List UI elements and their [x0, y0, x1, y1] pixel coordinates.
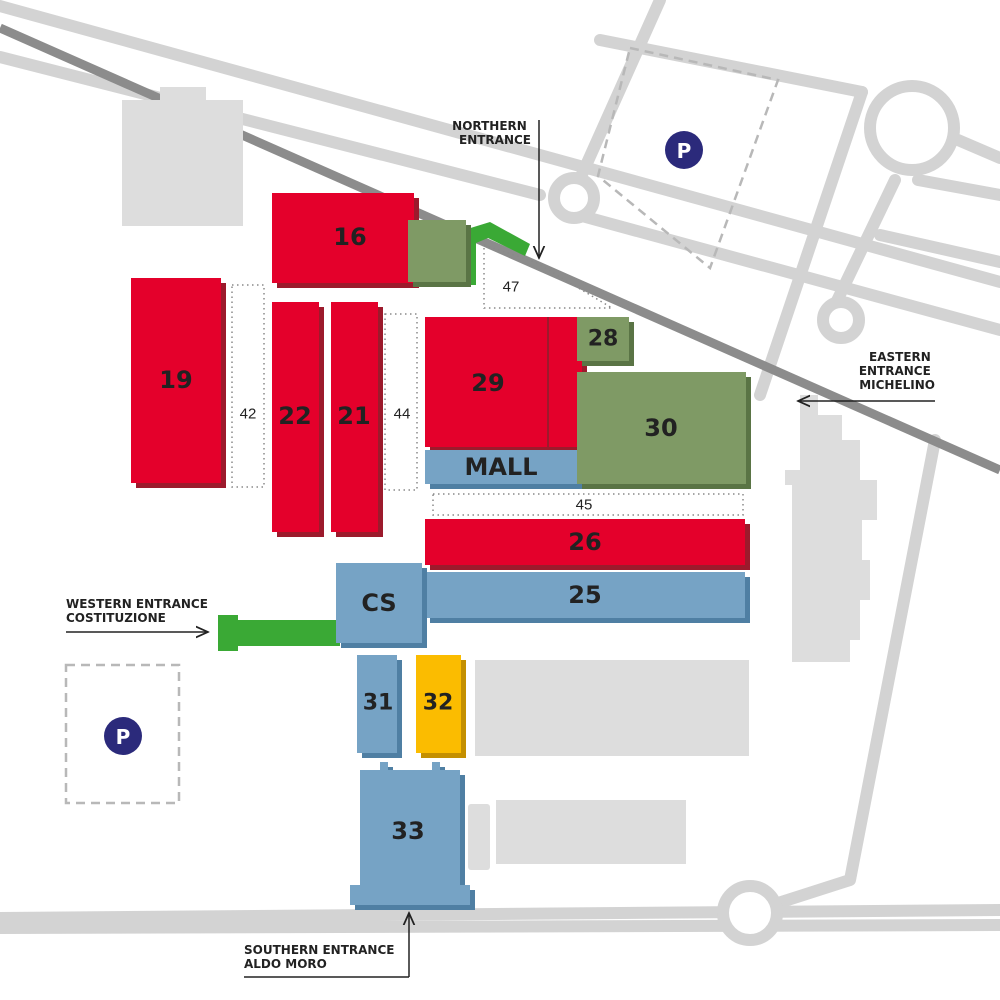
parking-label: P: [677, 139, 692, 163]
pavilion-16-annex[interactable]: [408, 220, 471, 287]
southern-entrance[interactable]: SOUTHERN ENTRANCE ALDO MORO: [244, 913, 409, 978]
mall[interactable]: MALL: [425, 450, 582, 489]
pavilion-29[interactable]: 29: [425, 317, 587, 452]
svg-text:25: 25: [568, 581, 601, 609]
svg-text:19: 19: [159, 366, 192, 394]
roundabout-north: [548, 172, 600, 224]
pavilion-28[interactable]: 28: [577, 317, 634, 366]
northern-entrance[interactable]: NORTHERN ENTRANCE: [452, 119, 539, 258]
svg-text:28: 28: [588, 327, 619, 352]
neighbouring-buildings: [122, 87, 877, 870]
parking-west[interactable]: P: [64, 663, 181, 805]
roads: [0, 0, 1000, 946]
svg-text:26: 26: [568, 528, 601, 556]
svg-text:MALL: MALL: [464, 453, 537, 481]
parking-icon: [665, 131, 703, 169]
building-northwest: [122, 87, 243, 226]
eastern-entrance[interactable]: EASTERN ENTRANCE MICHELINO: [798, 350, 935, 401]
building-east: [785, 395, 877, 662]
pavilion-cs[interactable]: CS: [336, 563, 427, 648]
walkway-47-label: 47: [503, 279, 520, 296]
svg-text:CS: CS: [361, 589, 396, 617]
svg-text:22: 22: [278, 402, 311, 430]
pavilion-32[interactable]: 32: [416, 655, 466, 758]
svg-text:EASTERN ENTRANCE M: EASTERN ENTRANCE MICHELINO: [859, 350, 935, 392]
svg-text:33: 33: [391, 817, 424, 845]
building-south-1: [475, 660, 749, 756]
svg-text:WESTERN ENTRANCE COSTITU: WESTERN ENTRANCE COSTITUZIONE: [66, 597, 212, 625]
western-access-path: [218, 615, 340, 651]
walkways: [231, 243, 744, 516]
svg-text:32: 32: [423, 691, 454, 716]
pavilion-19[interactable]: 19: [131, 278, 226, 488]
svg-text:30: 30: [644, 414, 677, 442]
pavilion-26[interactable]: 26: [425, 519, 750, 570]
roundabout-south: [717, 880, 783, 946]
pavilion-31[interactable]: 31: [357, 655, 402, 758]
svg-text:NORTHERN ENTRANCE: NORTHERN ENTRANCE: [452, 119, 531, 147]
svg-text:31: 31: [363, 691, 394, 716]
walkway-42-label: 42: [240, 406, 257, 423]
building-south-2: [496, 800, 686, 864]
pavilion-16[interactable]: 16: [272, 193, 419, 288]
svg-text:21: 21: [337, 402, 370, 430]
svg-text:16: 16: [333, 223, 366, 251]
pavilion-30[interactable]: 30: [577, 372, 751, 489]
northern-access-path: [464, 222, 530, 285]
parking-icon: [104, 717, 142, 755]
parking-north[interactable]: P: [596, 46, 780, 271]
roundabout-east: [817, 296, 865, 344]
svg-text:SOUTHERN ENTRANCE ALDO M: SOUTHERN ENTRANCE ALDO MORO: [244, 943, 399, 971]
pavilion-21[interactable]: 21: [331, 302, 383, 537]
pavilion-33[interactable]: 33: [350, 762, 475, 910]
building-south-3: [468, 804, 490, 870]
western-entrance[interactable]: WESTERN ENTRANCE COSTITUZIONE: [66, 597, 212, 632]
pavilion-25[interactable]: 25: [425, 572, 750, 623]
parking-label: P: [116, 725, 131, 749]
walkway-44-label: 44: [394, 406, 411, 423]
svg-text:29: 29: [471, 369, 504, 397]
roundabout-northeast: [864, 80, 960, 176]
walkway-45-label: 45: [576, 497, 593, 514]
pavilion-22[interactable]: 22: [272, 302, 324, 537]
